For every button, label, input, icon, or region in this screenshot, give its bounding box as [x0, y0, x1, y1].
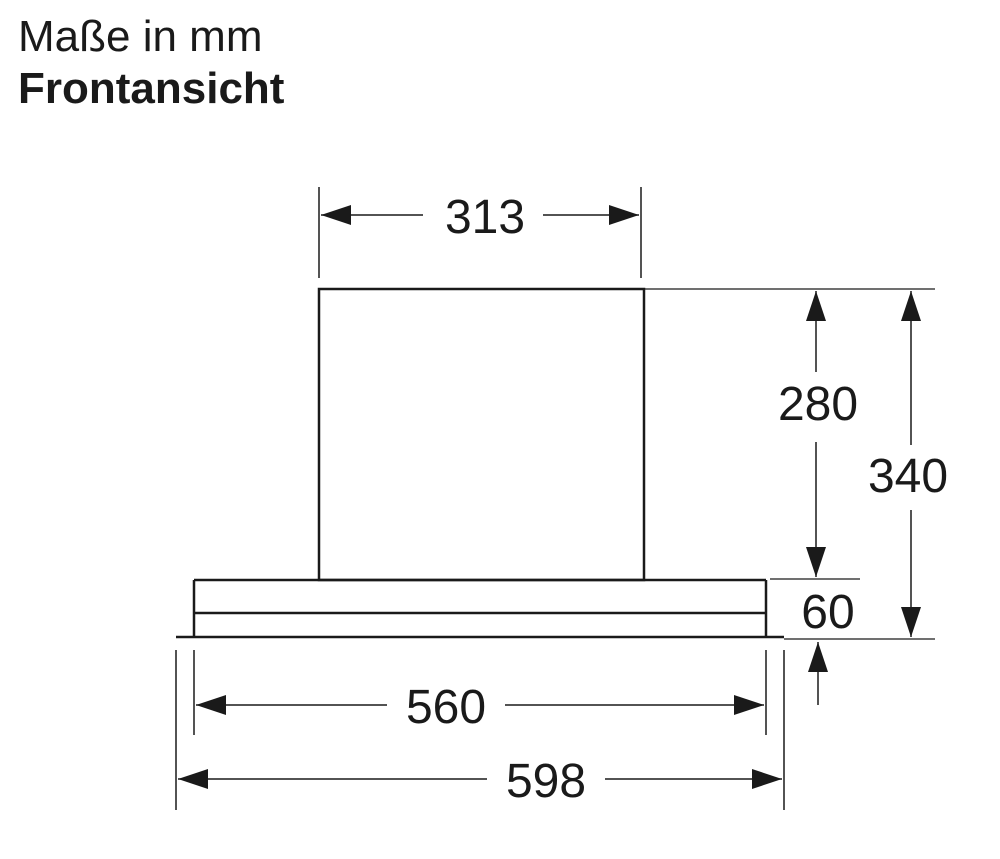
- view-title: Frontansicht: [18, 64, 285, 113]
- dim-total-height-label: 340: [868, 450, 948, 503]
- dim-outer-width: [175, 650, 785, 810]
- dim-extension-lines-right: [644, 288, 935, 640]
- dim-lower-height-label: 60: [801, 586, 854, 639]
- upper-box: [317, 287, 646, 582]
- lower-body: [176, 578, 784, 639]
- dim-outer-width-label: 598: [506, 755, 586, 808]
- dim-inner-width: [193, 650, 767, 735]
- dim-inner-width-label: 560: [406, 681, 486, 734]
- unit-label: Maße in mm: [18, 12, 263, 61]
- dim-upper-height-label: 280: [778, 378, 858, 431]
- dim-top-width-label: 313: [445, 191, 525, 244]
- dim-top-width: [318, 187, 642, 278]
